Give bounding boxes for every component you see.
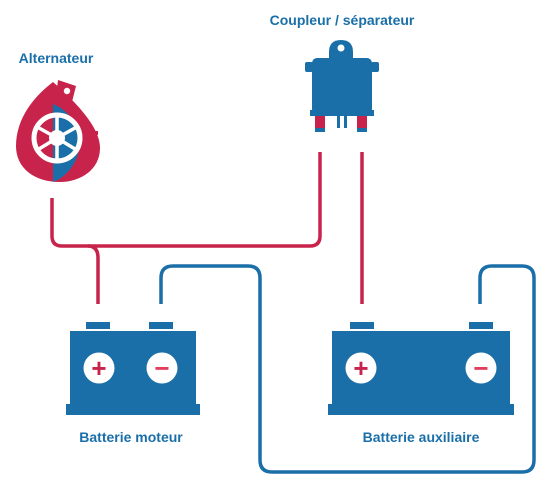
alternator-label: Alternateur: [18, 50, 94, 66]
positive-symbol: +: [91, 353, 106, 383]
red-wire-alternator-to-coupler: [50, 152, 322, 248]
negative-symbol: −: [473, 353, 488, 383]
blue-wire-engine-negative-loop: [159, 264, 536, 474]
aux-battery-label: Batterie auxiliaire: [362, 429, 480, 445]
red-wire-to-engine-battery: [87, 244, 100, 304]
aux-battery-positive-terminal: +: [345, 352, 377, 384]
positive-symbol: +: [353, 353, 368, 383]
aux-battery-negative-terminal: −: [465, 352, 497, 384]
engine-battery: + −: [66, 322, 200, 415]
alternator-icon: [16, 80, 100, 182]
engine-battery-negative-terminal: −: [146, 352, 178, 384]
aux-battery: + −: [328, 322, 514, 415]
engine-battery-positive-terminal: +: [83, 352, 115, 384]
coupler-label: Coupleur / séparateur: [269, 12, 415, 28]
negative-symbol: −: [154, 353, 169, 383]
engine-battery-label: Batterie moteur: [79, 429, 183, 445]
coupler-icon: [305, 40, 379, 132]
